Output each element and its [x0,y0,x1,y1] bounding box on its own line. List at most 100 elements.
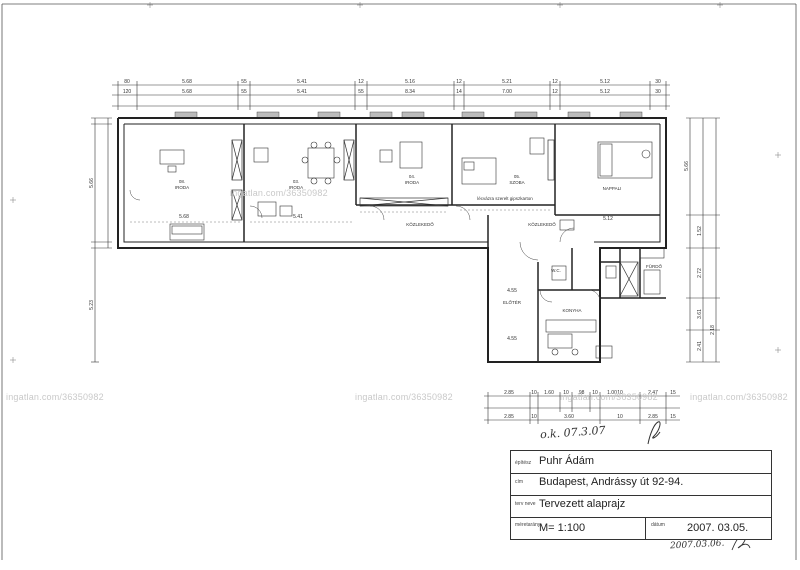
room-nappali-name: NAPPALI [603,186,622,191]
row-plan-name: terv neve Tervezett alaprajz [511,495,771,510]
right-dim-2: 2.72 [697,268,703,278]
duct-boxes [231,139,639,297]
top-dim-r1-9: 5.12 [600,79,610,85]
top-dim-r2-0: 120 [123,89,132,95]
watermark-1: ingatlan.com/36350982 [6,392,104,402]
top-dim-r2-4: 55 [358,89,364,95]
room-kozlekedo-2: KÖZLEKEDŐ [528,221,556,227]
left-dimension-values: 5.66 5.23 [89,178,95,310]
top-dimension-ticks [117,81,667,110]
bottom-dim-r1-9: 15 [670,390,676,396]
bottom-dimension-lines [484,392,680,424]
top-dimension-values-row1: 80 5.68 55 5.41 12 5.16 12 5.21 12 5.12 30 [124,79,661,85]
top-dim-r2-10: 30 [655,89,661,95]
bottom-dim-r1-6: 1.00 [607,390,617,396]
label-date: dátum [651,522,665,528]
room-03-name: IRODA [289,185,303,190]
room-04-name: IRODA [405,180,419,185]
watermark-2: ingatlan.com/36350982 [230,188,328,198]
top-dim-r2-6: 14 [456,89,462,95]
top-dimension-lines [112,84,670,107]
room-eloter: ELŐTÉR [503,299,522,305]
architect-name: Puhr Ádám [539,455,595,467]
top-dim-r1-3: 5.41 [297,79,307,85]
plan-name-value: Tervezett alaprajz [539,498,626,510]
left-dim-1: 5.23 [89,300,95,310]
top-dimension-values-row2: 120 5.68 55 5.41 55 8.34 14 7.00 12 5.12 30 [123,89,661,95]
watermark-3: ingatlan.com/36350982 [355,392,453,402]
top-dim-r1-0: 80 [124,79,130,85]
top-dim-r1-7: 5.21 [502,79,512,85]
signature-mark [647,421,661,445]
row-address: cím Budapest, Andrássy út 92-94. [511,473,771,488]
room-05-name: SZOBA [509,180,524,185]
right-dim-5: 2.18 [710,325,716,335]
furniture [159,137,665,359]
bottom-dim-r2-0: 2.85 [504,414,514,420]
inner-dim-3: 4.55 [507,288,517,294]
partitions [243,124,666,362]
inner-dim-2: 5.12 [603,216,613,222]
inner-dim-0: 5.68 [179,214,189,220]
room-04-number: 04. [409,174,415,179]
room-furdo: FÜRDŐ [646,263,662,269]
right-dim-3: 3.61 [697,309,703,319]
bottom-dim-r2-3: 10 [617,414,623,420]
room-kozlekedo-1: KÖZLEKEDŐ [406,221,434,227]
door-swings [129,189,601,303]
room-labels: 08. IRODA 03. IRODA 04. IRODA 05. SZOBA … [175,174,663,313]
bottom-dim-r1-7: 10 [617,390,623,396]
registration-marks [10,2,781,363]
left-dim-0: 5.66 [89,178,95,188]
scale-date-divider [645,518,646,540]
bottom-dim-r2-1: 10 [531,414,537,420]
right-dim-4: 2.41 [697,341,703,351]
sheet-border [1,3,797,560]
room-konyha: KONYHA [562,308,581,313]
top-dim-r2-9: 5.12 [600,89,610,95]
label-architect: építész [515,460,532,466]
room-05-number: 05. [514,174,520,179]
top-dim-r1-5: 5.16 [405,79,415,85]
top-dim-r1-6: 12 [456,79,462,85]
address-value: Budapest, Andrássy út 92-94. [539,476,684,488]
bottom-dim-r2-2: 3.60 [564,414,574,420]
top-dim-r1-4: 12 [358,79,364,85]
room-08-name: IRODA [175,185,189,190]
bottom-dim-r2-4: 2.85 [648,414,658,420]
top-dim-r1-2: 55 [241,79,247,85]
watermark-5: ingatlan.com/36350982 [690,392,788,402]
bottom-dim-r1-8: 2.47 [648,390,658,396]
right-dimension-values: 5.661.522.723.612.412.18 [684,161,716,351]
title-block: építész Puhr Ádám cím Budapest, Andrássy… [510,450,772,540]
label-scale: méretarány [515,522,541,528]
bottom-dim-r1-3: 10 [563,390,569,396]
right-dimension-lines [686,117,720,363]
label-address: cím [515,479,524,485]
bottom-dim-r1-2: 1.60 [544,390,554,396]
inner-dim-4: 4.55 [507,336,517,342]
top-dim-r2-2: 55 [241,89,247,95]
top-dim-r2-1: 5.68 [182,89,192,95]
room-wc: W.C. [551,268,561,273]
date-value: 2007. 03.05. [687,522,749,534]
scale-value: M= 1:100 [539,522,586,534]
top-dim-r2-5: 8.34 [405,89,415,95]
row-scale-date: méretarány M= 1:100 dátum 2007. 03.05. [511,517,771,540]
top-dim-r2-7: 7.00 [502,89,512,95]
left-dimension-lines [91,117,112,363]
dashed-guides [130,209,550,223]
top-dim-r1-10: 30 [655,79,661,85]
room-08-number: 08. [179,179,185,184]
top-dim-r1-8: 12 [552,79,558,85]
top-dim-r1-1: 5.68 [182,79,192,85]
top-dim-r2-3: 5.41 [297,89,307,95]
label-plan-name: terv neve [515,501,536,507]
watermark-4: ingatlan.com/36350982 [560,392,658,402]
top-dim-r2-8: 12 [552,89,558,95]
